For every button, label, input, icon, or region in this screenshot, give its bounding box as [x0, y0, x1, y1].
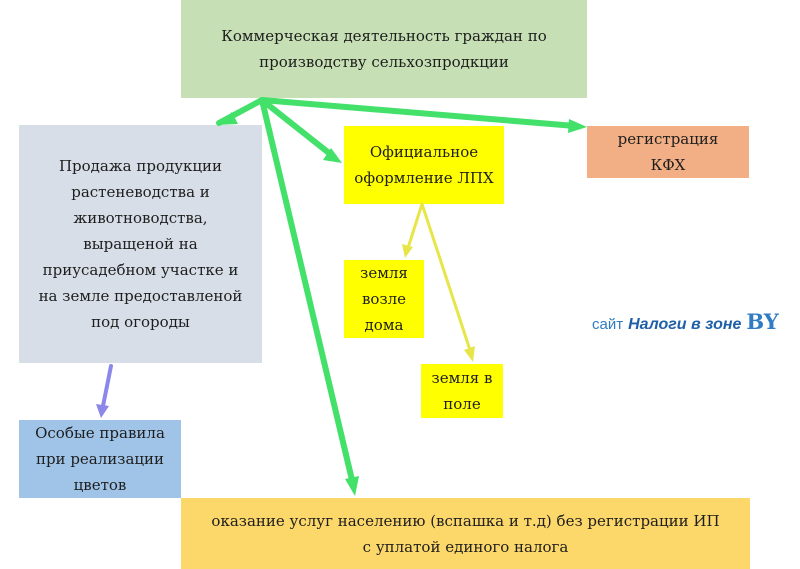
arrow-to-near-house — [406, 202, 424, 250]
left-line-1: Продажа продукции — [58, 157, 223, 175]
near-line-2: возле — [361, 290, 407, 308]
arrow-to-services-box-head — [345, 476, 359, 496]
lph-registration-box: Официальное оформление ЛПХ — [344, 126, 504, 204]
arrow-to-near-house-head — [402, 244, 413, 258]
near-line-3: дома — [364, 316, 404, 334]
arrow-to-field-head — [464, 346, 475, 362]
near-line-1: земля — [360, 264, 408, 282]
produce-sale-box: Продажа продукции растеневодства и живот… — [19, 125, 262, 363]
left-line-2: растеневодства и — [71, 183, 210, 201]
kfh-line-2: КФХ — [650, 156, 686, 174]
arrow-to-services-box — [259, 97, 355, 483]
arrow-to-left-box-head — [217, 112, 238, 125]
purple-arrows — [96, 364, 113, 418]
flower-line-2: при реализации — [35, 450, 165, 468]
arrow-to-kfh-box — [259, 97, 578, 129]
commercial-activity-box: Коммерческая деятельность граждан по про… — [181, 0, 587, 98]
arrow-to-lph-box — [259, 97, 337, 160]
top-line-2: производству сельхозпродкции — [259, 53, 509, 71]
left-line-4: выращеной на — [83, 235, 198, 253]
flower-line-3: цветов — [73, 476, 127, 494]
yellow-arrows — [402, 202, 475, 362]
field-line-1: земля в — [431, 369, 493, 387]
site-prefix: сайт — [592, 316, 624, 333]
bottom-line-2: с уплатой единого налога — [362, 537, 569, 556]
left-line-3: животноводства, — [73, 209, 208, 227]
flower-line-1: Особые правила — [35, 424, 165, 442]
site-suffix: BY — [746, 309, 779, 334]
field-line-2: поле — [443, 395, 481, 413]
site-watermark: сайт Налоги в зоне BY — [592, 309, 779, 334]
top-line-1: Коммерческая деятельность граждан по — [221, 27, 547, 45]
green-arrows — [216, 97, 587, 496]
lph-line-2: оформление ЛПХ — [354, 169, 494, 187]
arrow-to-flowers-head — [96, 404, 109, 418]
flower-rules-box: Особые правила при реализации цветов — [19, 420, 181, 498]
arrow-to-field — [420, 202, 472, 352]
land-in-field-box: земля в поле — [421, 364, 503, 418]
left-line-5: приусадебном участке и — [42, 261, 239, 279]
services-box: оказание услуг населению (вспашка и т.д)… — [181, 498, 750, 569]
arrow-to-kfh-box-head — [568, 119, 587, 133]
arrow-to-lph-box-head — [323, 148, 342, 163]
kfh-registration-box: регистрация КФХ — [587, 126, 749, 178]
land-near-house-box: земля возле дома — [344, 260, 424, 338]
left-line-7: под огороды — [91, 313, 190, 331]
lph-line-1: Официальное — [369, 143, 479, 161]
bottom-line-1: оказание услуг населению (вспашка и т.д)… — [211, 511, 720, 530]
arrow-to-flowers — [101, 364, 113, 408]
kfh-line-1: регистрация — [617, 130, 719, 148]
left-line-6: на земле предоставленой — [38, 287, 243, 305]
site-name: Налоги в зоне — [628, 316, 742, 333]
